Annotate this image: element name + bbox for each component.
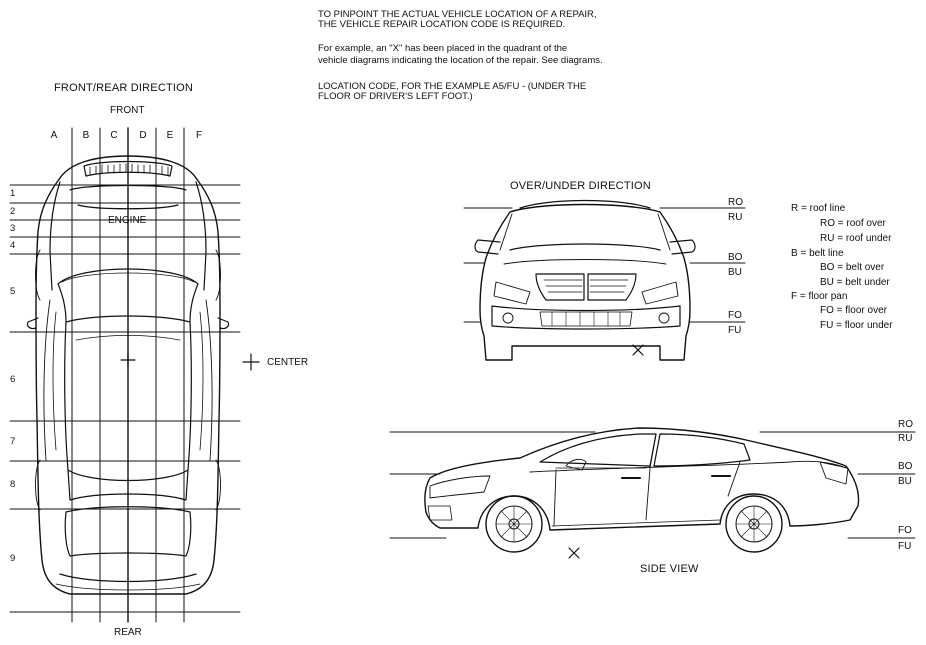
legend-roof-under: RU = roof under (820, 233, 892, 244)
column-label-f: F (195, 130, 203, 141)
front-view-title: OVER/UNDER DIRECTION (510, 180, 651, 192)
intro-line-4: vehicle diagrams indicating the location… (318, 55, 603, 66)
row-label-8: 8 (10, 479, 16, 490)
row-label-6: 6 (10, 374, 16, 385)
row-label-2: 2 (10, 206, 16, 217)
legend-floor-pan: F = floor pan (791, 291, 848, 302)
intro-line-3: For example, an "X" has been placed in t… (318, 43, 568, 54)
legend-floor-under: FU = floor under (820, 320, 893, 331)
top-view-row-lines (9, 184, 241, 613)
side-view-title: SIDE VIEW (640, 563, 699, 575)
intro-line-2: THE VEHICLE REPAIR LOCATION CODE IS REQU… (318, 19, 566, 30)
side-view-car (424, 427, 860, 559)
front-view-level-lines (463, 207, 746, 323)
legend-floor-over: FO = floor over (820, 305, 887, 316)
legend-belt-under: BU = belt under (820, 277, 890, 288)
engine-label: ENGINE (108, 215, 147, 226)
row-label-5: 5 (10, 286, 16, 297)
row-label-1: 1 (10, 188, 16, 199)
side-code-ru: RU (898, 433, 913, 444)
row-label-7: 7 (10, 436, 16, 447)
side-code-bu: BU (898, 476, 912, 487)
row-label-9: 9 (10, 553, 16, 564)
center-crosshair (120, 352, 260, 371)
front-code-bo: BO (728, 252, 743, 263)
front-code-fo: FO (728, 310, 742, 321)
legend-belt-over: BO = belt over (820, 262, 885, 273)
top-view-title: FRONT/REAR DIRECTION (54, 82, 194, 94)
top-view-column-lines (71, 127, 185, 623)
legend-roof-over: RO = roof over (820, 218, 886, 229)
column-label-d: D (139, 130, 147, 141)
side-code-bo: BO (898, 461, 913, 472)
column-label-e: E (166, 130, 174, 141)
row-label-4: 4 (10, 240, 16, 251)
front-code-ro: RO (728, 197, 743, 208)
side-code-ro: RO (898, 419, 913, 430)
rear-label: REAR (114, 627, 142, 638)
column-label-a: A (50, 130, 58, 141)
front-code-ru: RU (728, 212, 743, 223)
column-label-c: C (110, 130, 118, 141)
side-code-fu: FU (898, 541, 912, 552)
legend-roof-line: R = roof line (791, 203, 846, 214)
intro-line-1: TO PINPOINT THE ACTUAL VEHICLE LOCATION … (318, 9, 597, 20)
front-code-fu: FU (728, 325, 742, 336)
front-code-bu: BU (728, 267, 742, 278)
column-label-b: B (82, 130, 90, 141)
center-label: CENTER (267, 357, 309, 368)
intro-line-6: FLOOR OF DRIVER'S LEFT FOOT.) (318, 91, 473, 102)
row-label-3: 3 (10, 223, 16, 234)
legend-belt-line: B = belt line (791, 248, 844, 259)
front-view-car (474, 199, 696, 361)
front-label: FRONT (110, 105, 145, 116)
side-code-fo: FO (898, 525, 912, 536)
side-view-level-lines (389, 431, 916, 539)
intro-line-5: LOCATION CODE, FOR THE EXAMPLE A5/FU - (… (318, 81, 587, 92)
